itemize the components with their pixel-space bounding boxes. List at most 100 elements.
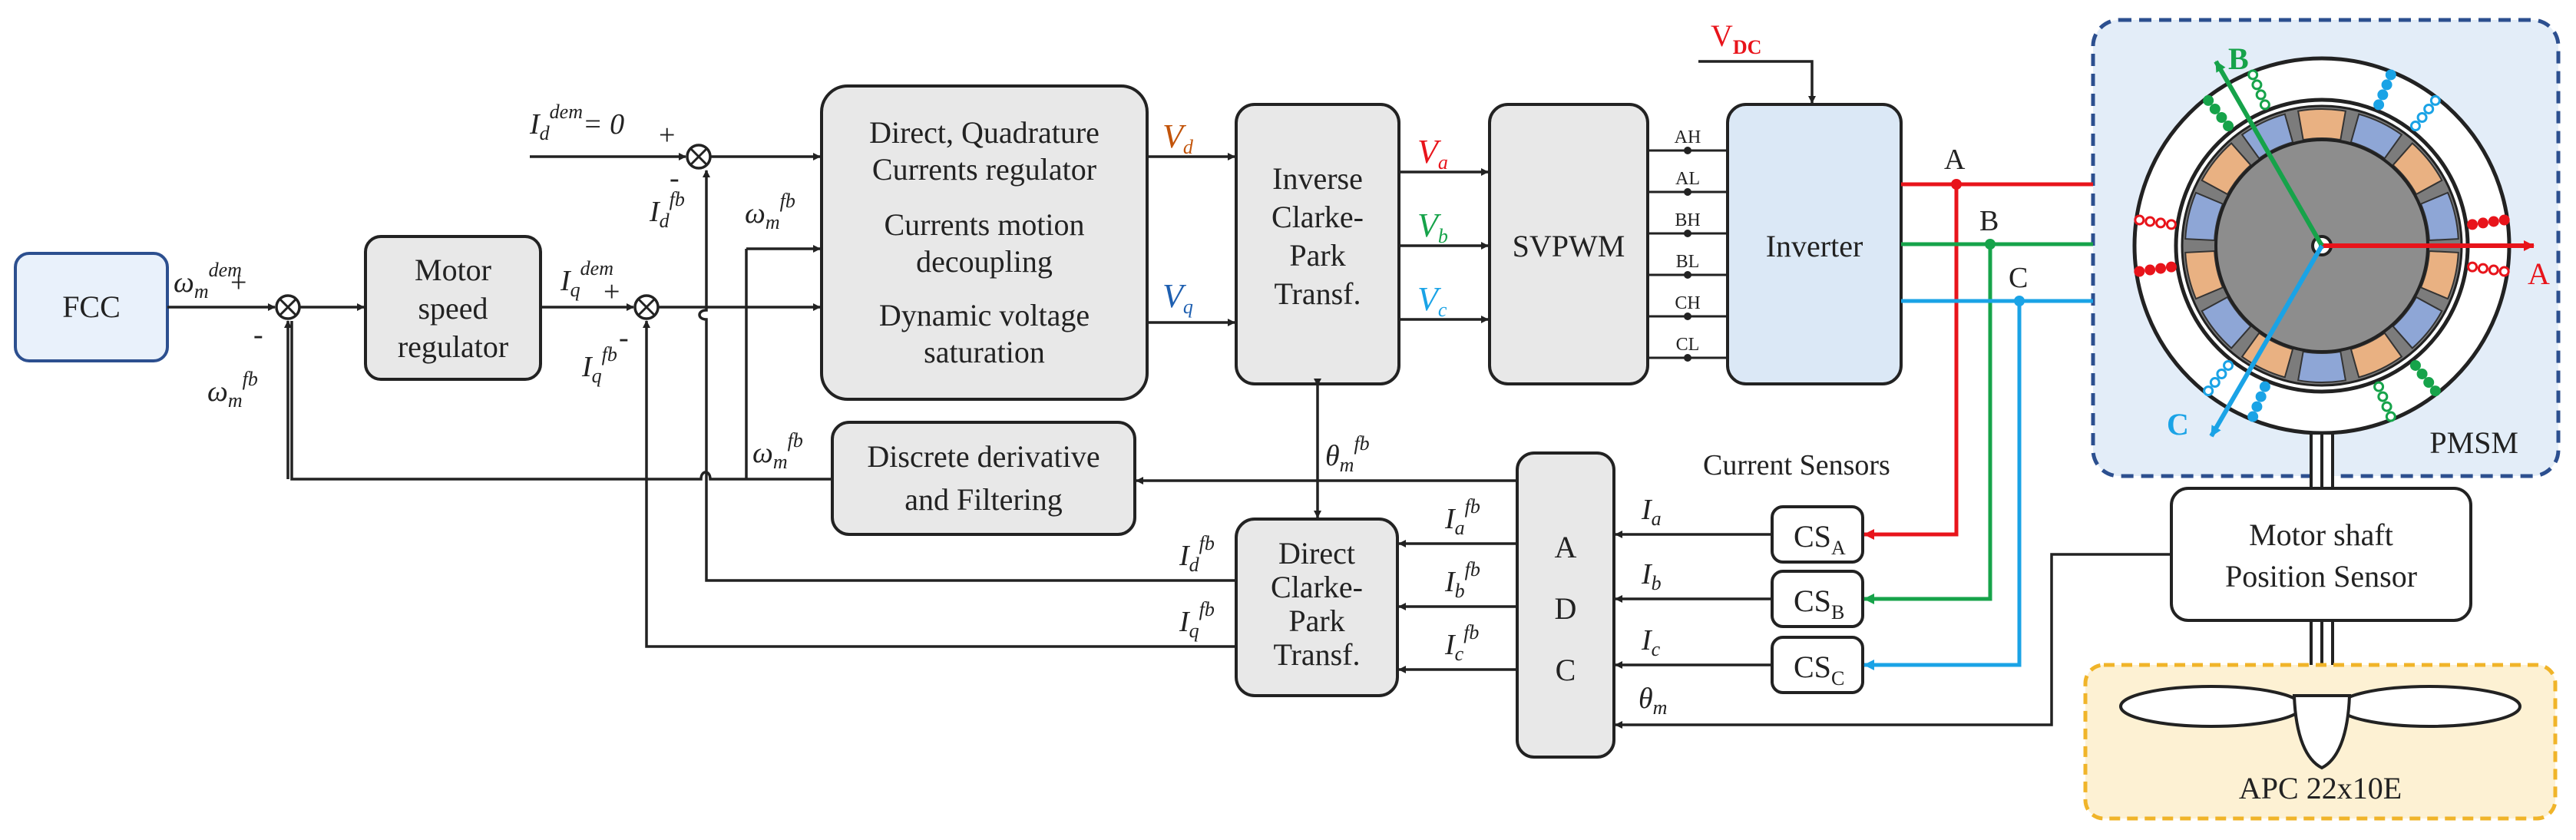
winding-dot-4-1-3 — [2203, 385, 2214, 397]
cs-b-block: CSB — [1771, 570, 1864, 628]
va-label: Va — [1417, 133, 1448, 174]
gate-label-bh: BH — [1675, 210, 1700, 230]
node-a — [1951, 179, 1962, 190]
cs-a-block: CSA — [1771, 505, 1864, 564]
ia-label: Ia — [1641, 494, 1662, 530]
rotor-magnet-3 — [2297, 350, 2347, 384]
wire-a-label: A — [1944, 144, 1966, 176]
winding-dot-1-1-1 — [2155, 217, 2167, 229]
fcc-label: FCC — [62, 289, 121, 324]
winding-dot-1-1-2 — [2144, 216, 2156, 227]
dir-cp-line4: Transf. — [1274, 637, 1361, 672]
winding-dot-3-0-1 — [2416, 369, 2428, 380]
gate-label-ah: AH — [1675, 127, 1701, 147]
direct-clarke-park-block: Direct Clarke- Park Transf. — [1235, 518, 1399, 697]
pmsm-label: PMSM — [2429, 425, 2518, 460]
current-regulator-line4: decoupling — [916, 244, 1053, 279]
rotor-magnet-10 — [2297, 107, 2347, 141]
sum-junction-iq — [633, 294, 660, 320]
winding-dot-3-1-2 — [2381, 401, 2392, 412]
gate-label-ch: CH — [1675, 293, 1700, 313]
speed-regulator-block: Motor speed regulator — [364, 235, 542, 381]
node-c — [2014, 296, 2025, 306]
gate-label-bl: BL — [1676, 252, 1700, 272]
winding-dot-1-0-2 — [2144, 264, 2156, 276]
gate-dot-bl — [1684, 271, 1691, 279]
omega-fb-label-2: ωmfb — [745, 190, 795, 233]
winding-dot-4-0-0 — [2259, 381, 2270, 392]
id-dem-label: Iddem= 0 — [529, 101, 624, 144]
winding-dot-5-0-3 — [2385, 69, 2396, 81]
iq-dem-label: Iqdem — [560, 257, 613, 301]
winding-dot-3-1-3 — [2385, 411, 2396, 422]
current-regulator-line3: Currents motion — [884, 207, 1084, 242]
ic-fb-label: Icfb — [1444, 621, 1479, 665]
winding-dot-0-1-1 — [2477, 263, 2488, 274]
current-sensors-label: Current Sensors — [1703, 449, 1890, 481]
cs-c-block: CSC — [1771, 636, 1864, 694]
current-regulator-block: Direct, Quadrature Currents regulator Cu… — [820, 84, 1149, 401]
phase-axes: A B C — [2167, 41, 2550, 441]
propeller-label: APC 22x10E — [2239, 771, 2402, 805]
gate-dot-ah — [1684, 147, 1691, 154]
plus-speed: + — [230, 266, 246, 299]
id-fb-label-2: Idfb — [1179, 532, 1215, 576]
winding-dot-4-1-0 — [2223, 359, 2234, 371]
winding-dot-4-0-2 — [2251, 401, 2263, 412]
ib-fb-label: Ibfb — [1444, 558, 1480, 602]
pos-sensor-line1: Motor shaft — [2249, 518, 2393, 552]
winding-dot-5-1-2 — [2423, 103, 2435, 114]
ia-fb-label: Iafb — [1444, 495, 1480, 539]
winding-dot-5-0-1 — [2377, 89, 2389, 101]
gate-dot-bh — [1684, 230, 1691, 237]
winding-dot-4-0-3 — [2247, 411, 2259, 422]
derivative-line1: Discrete derivative — [867, 439, 1100, 474]
sum-junction-speed — [275, 294, 301, 320]
pos-sensor-line2: Position Sensor — [2225, 559, 2417, 594]
iq-fb-label-1: Iqfb — [581, 343, 617, 387]
winding-dot-4-1-1 — [2216, 369, 2227, 380]
winding-dot-4-0-1 — [2255, 391, 2267, 402]
winding-dot-1-0-3 — [2134, 266, 2145, 277]
speed-regulator-line2: speed — [418, 291, 488, 326]
minus-speed: - — [253, 319, 263, 351]
winding-dot-3-0-3 — [2429, 385, 2441, 397]
cs-c-label: CSC — [1794, 650, 1844, 690]
winding-dot-2-1-0 — [2259, 99, 2270, 111]
inverse-clarke-park-block: Inverse Clarke- Park Transf. — [1235, 103, 1400, 385]
vd-label: Vd — [1162, 117, 1194, 158]
sum-junction-id — [686, 144, 712, 170]
adc-block: A D C — [1516, 451, 1615, 759]
phase-wires — [1863, 182, 2093, 670]
gate-label-cl: CL — [1676, 335, 1700, 355]
winding-dot-5-1-3 — [2429, 94, 2441, 106]
signal-labels: ωmdem + - ωmfb Iqdem + - Iqfb Iddem= 0 +… — [174, 18, 1890, 719]
inverter-block: Inverter — [1726, 103, 1903, 385]
svpwm-label: SVPWM — [1513, 229, 1625, 263]
ic-label: Ic — [1641, 624, 1661, 660]
signal-wires — [167, 60, 2171, 729]
winding-dot-3-1-0 — [2373, 381, 2385, 392]
winding-dot-5-0-0 — [2373, 99, 2385, 111]
speed-regulator-line3: regulator — [398, 329, 508, 364]
minus-iq: - — [619, 322, 629, 354]
gate-label-al: AL — [1675, 169, 1700, 189]
rotor-magnets — [2184, 107, 2459, 384]
winding-dot-2-0-3 — [2203, 94, 2214, 106]
winding-dot-4-1-2 — [2209, 377, 2221, 389]
inv-cp-line1: Inverse — [1272, 161, 1363, 196]
vq-label: Vq — [1162, 277, 1193, 318]
gate-dot-al — [1684, 188, 1691, 196]
inverter-label: Inverter — [1766, 229, 1863, 263]
vb-label: Vb — [1417, 207, 1448, 247]
propeller-frame: APC 22x10E — [2083, 663, 2558, 821]
cs-a-label: CSA — [1794, 519, 1846, 559]
winding-dot-5-1-0 — [2409, 121, 2421, 132]
dir-cp-line1: Direct — [1278, 536, 1355, 570]
adc-a: A — [1555, 530, 1577, 564]
winding-dot-3-0-2 — [2423, 377, 2435, 389]
winding-dot-1-0-0 — [2165, 261, 2177, 273]
inv-cp-line4: Transf. — [1275, 276, 1361, 311]
axis-b-label: B — [2228, 41, 2249, 76]
